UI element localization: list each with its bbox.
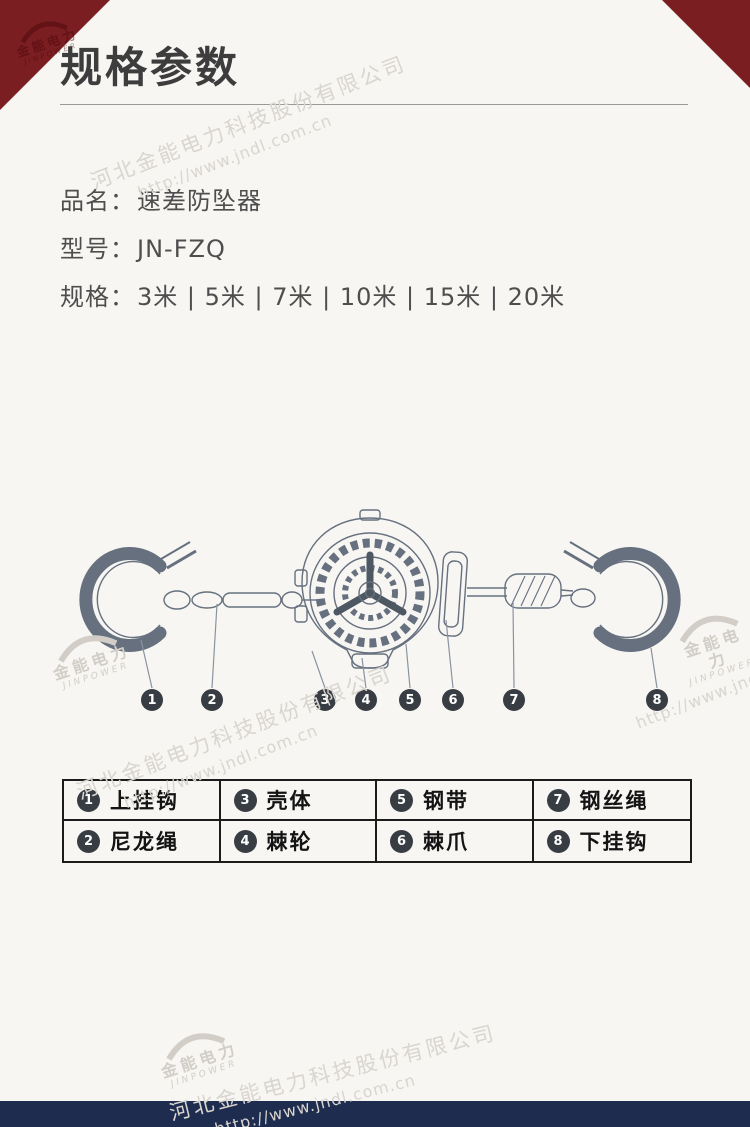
technical-drawing [79, 509, 681, 689]
part-number-badge: 5 [390, 788, 413, 812]
parts-table-cell: 2 尼龙绳 [64, 821, 221, 861]
product-spec-label: 规格： [60, 283, 135, 311]
logo-en-text: JINPOWER [169, 1058, 239, 1090]
callout-badge-4: 4 [355, 689, 377, 711]
footer-bar [0, 1101, 750, 1127]
fall-arrester-diagram [55, 508, 695, 698]
logo-cn-text: 金能电力 [158, 1038, 241, 1082]
part-number-badge: 8 [546, 829, 570, 853]
callout-badge-5: 5 [399, 689, 421, 711]
part-label: 棘轮 [266, 830, 313, 854]
logo-roof-icon [166, 1033, 226, 1061]
parts-table: 1 上挂钩 3 壳体 5 钢带 7 钢丝绳 2 尼龙绳 4 棘轮 6 棘爪 8 [62, 779, 692, 863]
logo-en-text: JINPOWER [688, 657, 750, 689]
parts-table-cell: 3 壳体 [220, 781, 377, 821]
part-number-badge: 3 [233, 788, 257, 812]
callout-leader-lines [140, 601, 658, 689]
parts-table-cell: 5 钢带 [377, 781, 534, 821]
part-number-badge: 7 [546, 788, 570, 812]
product-model-value: JN-FZQ [137, 235, 226, 263]
parts-table-cell: 8 下挂钩 [534, 821, 691, 861]
product-name-label: 品名： [60, 187, 135, 215]
right-hook-drawing [563, 541, 681, 652]
part-label: 壳体 [266, 789, 313, 813]
part-label: 钢带 [423, 789, 469, 813]
product-model-row: 型号：JN-FZQ [60, 229, 226, 264]
product-name-value: 速差防坠器 [137, 187, 262, 215]
callout-badge-3: 3 [314, 689, 336, 711]
part-label: 钢丝绳 [579, 789, 649, 813]
part-number-badge: 1 [77, 788, 100, 812]
title-divider [60, 104, 688, 105]
left-hook-drawing [79, 541, 197, 652]
part-label: 棘爪 [423, 830, 469, 854]
ratchet-wheel-drawing [315, 538, 425, 648]
callout-badge-2: 2 [201, 689, 223, 711]
corner-ribbon-right [662, 0, 750, 88]
callout-badge-6: 6 [442, 689, 464, 711]
callout-badge-1: 1 [141, 689, 163, 711]
part-label: 尼龙绳 [110, 830, 179, 854]
brand-logo-watermark: 金能电力 JINPOWER [152, 1019, 243, 1091]
pawl-bracket-drawing [438, 551, 468, 637]
product-spec-row: 规格：3米 | 5米 | 7米 | 10米 | 15米 | 20米 [60, 277, 565, 312]
parts-table-cell: 6 棘爪 [377, 821, 534, 861]
corner-ribbon-left [0, 0, 110, 110]
parts-table-cell: 7 钢丝绳 [533, 781, 690, 821]
part-label: 下挂钩 [579, 830, 649, 854]
parts-table-cell: 1 上挂钩 [64, 781, 221, 821]
product-name-row: 品名：速差防坠器 [60, 181, 262, 216]
callout-badge-7: 7 [503, 689, 525, 711]
part-number-badge: 2 [77, 829, 100, 853]
part-number-badge: 4 [233, 829, 257, 853]
product-model-label: 型号： [60, 235, 135, 263]
product-spec-value: 3米 | 5米 | 7米 | 10米 | 15米 | 20米 [137, 283, 566, 311]
callout-badge-8: 8 [646, 689, 668, 711]
part-number-badge: 6 [390, 829, 413, 853]
steel-wire-rope-drawing [467, 573, 574, 609]
housing-drawing [294, 509, 439, 669]
page-title: 规格参数 [60, 43, 241, 92]
parts-table-cell: 4 棘轮 [221, 821, 377, 861]
part-label: 上挂钩 [110, 789, 179, 813]
